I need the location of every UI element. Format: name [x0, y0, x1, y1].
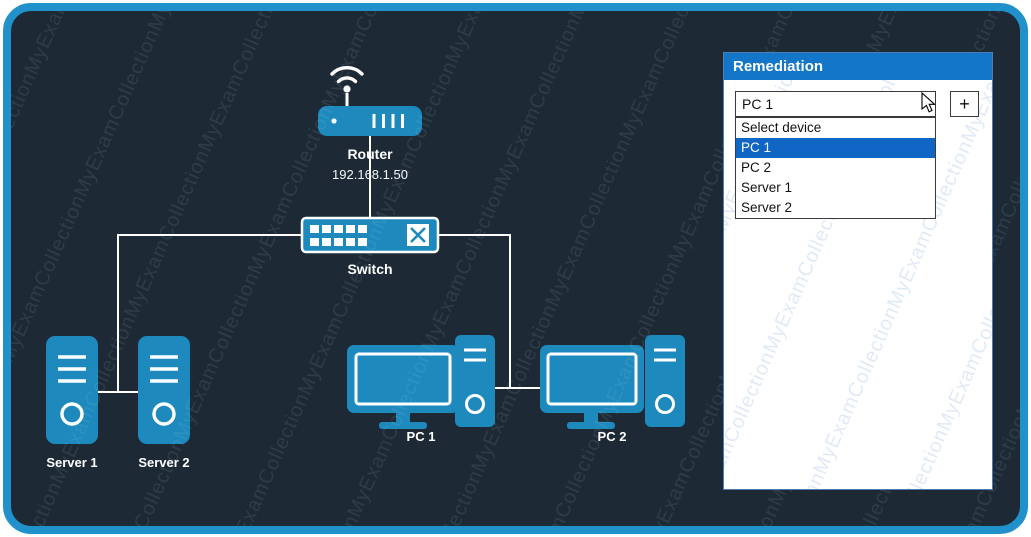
switch-icon: [300, 216, 440, 254]
router-icon: [318, 66, 422, 136]
remediation-title: Remediation: [733, 58, 824, 75]
dropdown-option-pc2[interactable]: PC 2: [741, 160, 772, 175]
dropdown-option-pc1[interactable]: PC 1: [736, 138, 935, 158]
remediation-panel-body: PC 1 + Select device PC 1 PC 2 Server 1 …: [724, 80, 992, 489]
device-select[interactable]: PC 1: [735, 91, 936, 117]
chevron-down-icon[interactable]: [921, 102, 929, 107]
router-label: Router: [347, 146, 393, 162]
dropdown-option-server2[interactable]: Server 2: [741, 200, 793, 215]
add-remediation-button[interactable]: +: [950, 91, 979, 117]
pc1-icon: [347, 335, 495, 429]
device-select-value: PC 1: [742, 96, 774, 112]
dropdown-option-server1[interactable]: Server 1: [741, 180, 793, 195]
switch-label: Switch: [347, 261, 393, 277]
pc1-label: PC 1: [406, 429, 436, 444]
server2-icon: [138, 336, 190, 444]
server1-icon: [46, 336, 98, 444]
remediation-panel-header: Remediation: [724, 53, 992, 80]
dropdown-option-select-device[interactable]: Select device: [741, 120, 822, 135]
exam-stage: Router 192.168.1.50 Switch Server 1 Serv…: [3, 3, 1028, 534]
router-ip-label: 192.168.1.50: [332, 167, 408, 182]
diagram-canvas: Router 192.168.1.50 Switch Server 1 Serv…: [11, 11, 1020, 526]
remediation-panel: Remediation PC 1 + Select device PC 1 PC…: [723, 52, 993, 490]
server2-label: Server 2: [138, 455, 190, 470]
server1-label: Server 1: [46, 455, 98, 470]
pc2-label: PC 2: [597, 429, 627, 444]
device-dropdown-list: Select device PC 1 PC 2 Server 1 Server …: [735, 117, 936, 219]
connection-lines: [98, 136, 540, 393]
pc2-icon: [540, 335, 685, 429]
